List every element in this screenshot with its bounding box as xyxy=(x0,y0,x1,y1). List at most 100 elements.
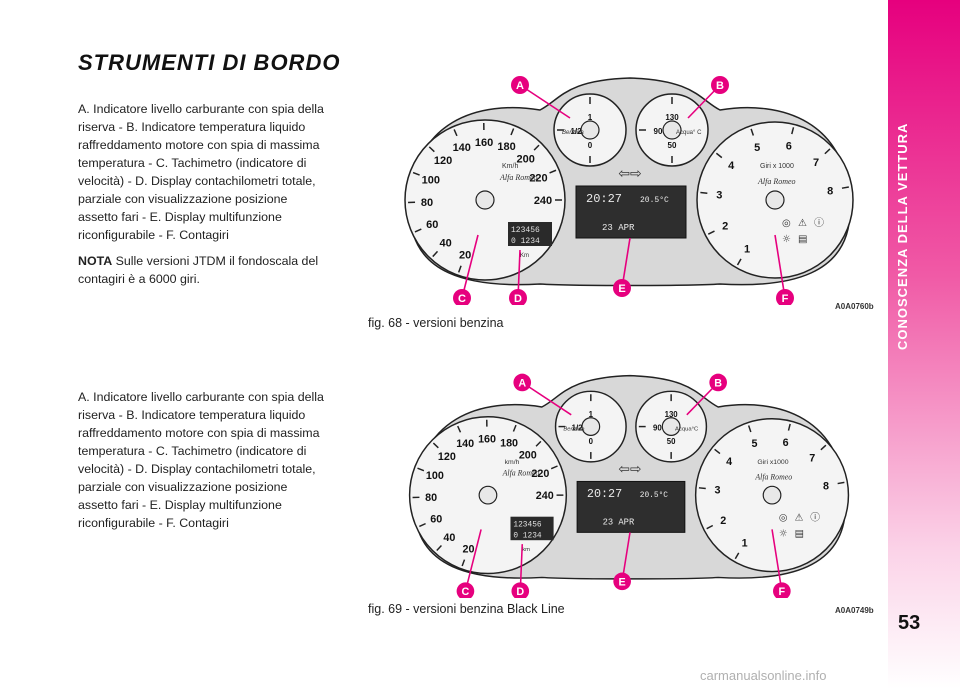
warning-light-icon: ⓘ xyxy=(810,512,820,524)
temperature-gauge-tick-label: 50 xyxy=(667,437,676,446)
tachometer-tick-label: 8 xyxy=(827,185,833,197)
callout-badge xyxy=(711,76,729,94)
display-temperature: 20.5°C xyxy=(640,196,669,205)
tachometer-brand: Alfa Romeo xyxy=(757,177,796,186)
speedometer-tick xyxy=(512,424,517,432)
speedometer-tick xyxy=(414,228,422,233)
speedometer-tick xyxy=(419,522,426,528)
tachometer-hub xyxy=(765,190,785,210)
temperature-gauge-name: Acqua°C xyxy=(675,426,699,432)
speedometer-tick xyxy=(436,545,442,552)
tachometer-tick xyxy=(698,487,706,490)
speedometer-tick-label: 200 xyxy=(517,154,535,166)
callout-badge xyxy=(511,582,530,598)
odometer-trip: 0 1234 xyxy=(513,531,541,540)
speedometer-tick xyxy=(428,146,435,153)
multifunction-display xyxy=(576,480,686,533)
callout-label: B xyxy=(714,377,722,389)
callout-leader xyxy=(461,234,479,299)
speedometer-tick-label: 140 xyxy=(456,438,474,450)
callout-badge xyxy=(456,582,475,598)
speedometer-tick xyxy=(457,265,462,273)
page-number: 53 xyxy=(898,612,921,634)
odometer-unit: km xyxy=(522,547,530,553)
speedometer-tick-label: 140 xyxy=(453,142,471,154)
callout-badge xyxy=(513,373,532,392)
tachometer-tick-label: 6 xyxy=(786,141,792,153)
speedometer-tick-label: 160 xyxy=(475,137,493,149)
tachometer-tick xyxy=(734,552,740,560)
speedometer-tick xyxy=(533,144,540,151)
callout-leader xyxy=(521,381,572,416)
tachometer-tick-label: 7 xyxy=(809,453,815,465)
tachometer-tick xyxy=(824,148,831,155)
fuel-gauge-tick-label: 1 xyxy=(588,113,593,122)
speedometer-tick-label: 80 xyxy=(425,492,437,504)
callout-label: B xyxy=(716,80,724,92)
callout-badge xyxy=(709,373,727,392)
fuel-gauge-tick-label: 1/2 xyxy=(570,127,582,136)
speedometer-tick-label: 20 xyxy=(463,543,475,555)
multifunction-display xyxy=(575,185,687,239)
tachometer-tick-label: 4 xyxy=(726,456,732,468)
callout-leader xyxy=(774,234,786,299)
tachometer-unit: Giri x1000 xyxy=(757,459,788,466)
tachometer-tick xyxy=(837,481,845,485)
display-date: 23 APR xyxy=(602,223,635,233)
tachometer-tick xyxy=(715,152,723,159)
warning-light-icon: ☼ xyxy=(779,528,788,539)
speedometer-tick-label: 40 xyxy=(443,532,455,544)
callout-label: A xyxy=(516,80,524,92)
warning-light-icon: ▤ xyxy=(795,528,804,539)
display-time: 20:27 xyxy=(586,192,622,206)
tachometer-tick-label: 5 xyxy=(754,142,760,154)
sidebar-band xyxy=(888,0,960,689)
speedometer-tick-label: 220 xyxy=(531,468,549,480)
speedometer-tick xyxy=(550,465,558,470)
speedometer-tick-label: 100 xyxy=(422,174,440,186)
callout-badge xyxy=(613,279,631,297)
tachometer-tick xyxy=(736,258,742,266)
callout-leader xyxy=(519,84,571,119)
speedometer-tick xyxy=(417,467,425,472)
tachometer-tick xyxy=(714,448,721,455)
tachometer-tick xyxy=(707,230,715,235)
odometer-unit: Km xyxy=(520,253,529,259)
turn-signal-icon: ⇦⇨ xyxy=(619,462,642,478)
fuel-gauge-hub xyxy=(581,417,601,436)
tachometer-tick-label: 2 xyxy=(722,221,728,233)
figure-code: A0A0749b xyxy=(835,606,874,615)
speedometer-tick-label: 120 xyxy=(438,451,456,463)
nota-text: Sulle versioni JTDM il fondoscala del co… xyxy=(78,254,319,286)
tachometer-tick xyxy=(820,444,827,451)
callout-label: A xyxy=(518,377,526,389)
speedometer-tick xyxy=(453,129,458,137)
callout-label: F xyxy=(782,293,789,305)
callout-badge xyxy=(776,289,794,305)
speedometer-tick-label: 120 xyxy=(434,155,452,167)
callout-badge xyxy=(509,289,527,305)
tachometer-tick xyxy=(750,128,755,136)
tachometer-tick-label: 5 xyxy=(752,438,758,450)
fuel-gauge-name: Benzina xyxy=(563,426,585,432)
tachometer-hub xyxy=(762,485,782,505)
tachometer-unit: Giri x 1000 xyxy=(760,163,794,170)
nota-label: NOTA xyxy=(78,254,113,268)
speedometer-brand: Alfa Romeo xyxy=(499,173,538,182)
callout-badge xyxy=(511,76,529,94)
temperature-gauge-hub xyxy=(661,417,681,436)
temperature-gauge-name: Acqua° C xyxy=(676,130,702,136)
callout-badge xyxy=(613,572,631,591)
speedometer-tick xyxy=(432,442,439,449)
speedometer-tick-label: 20 xyxy=(459,250,471,262)
fuel-gauge-tick-label: 1 xyxy=(589,410,594,419)
warning-light-icon: ⓘ xyxy=(814,217,824,229)
paragraph-legend-2: A. Indicatore livello carburante con spi… xyxy=(78,390,324,530)
callout-label: C xyxy=(462,586,470,598)
tachometer-tick-label: 7 xyxy=(813,157,819,169)
callout-leader xyxy=(771,529,783,592)
